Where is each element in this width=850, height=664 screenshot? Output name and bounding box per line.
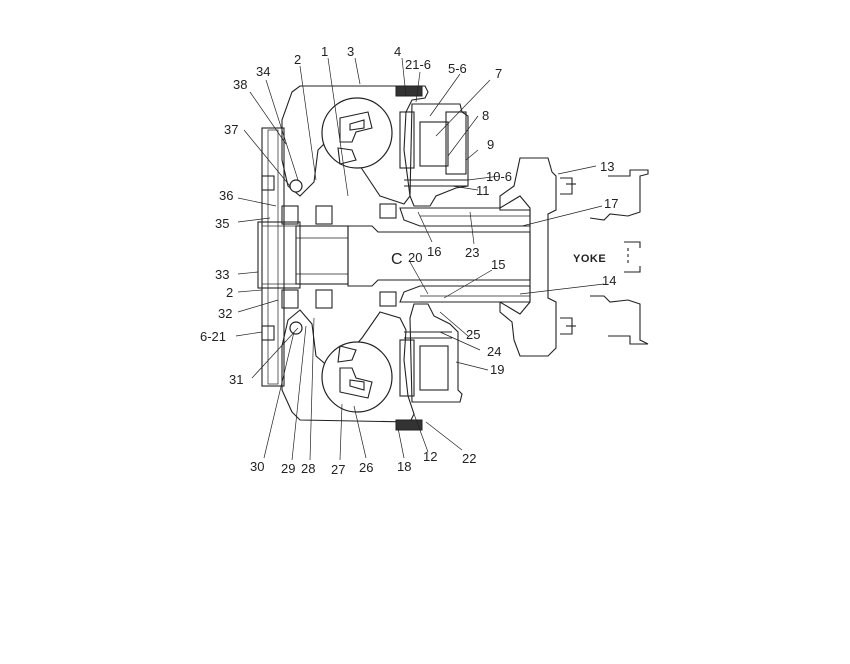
callout-30: 30 — [250, 459, 264, 474]
centerline-mark: C — [391, 251, 403, 268]
callout-33: 33 — [215, 267, 229, 282]
callout-5-6: 5-6 — [448, 61, 467, 76]
callout-38: 38 — [233, 77, 247, 92]
callout-19: 19 — [490, 362, 504, 377]
callout-9: 9 — [487, 137, 494, 152]
callout-36: 36 — [219, 188, 233, 203]
callout-25: 25 — [466, 327, 480, 342]
callout-8: 8 — [482, 108, 489, 123]
callout-20: 20 — [408, 250, 422, 265]
yoke-flange — [499, 157, 649, 357]
callout-7: 7 — [495, 66, 502, 81]
leader-lines — [235, 57, 605, 461]
callout-6-21: 6-21 — [200, 329, 226, 344]
callout-14: 14 — [602, 273, 616, 288]
callout-11: 11 — [476, 183, 490, 198]
callout-10-6: 10-6 — [486, 169, 512, 184]
callout-1: 1 — [321, 44, 328, 59]
callout-12: 12 — [423, 449, 437, 464]
callout-18: 18 — [397, 459, 411, 474]
callout-17: 17 — [604, 196, 618, 211]
callout-15: 15 — [491, 257, 505, 272]
callout-2-top: 2 — [294, 52, 301, 67]
bolts-and-studs — [261, 85, 468, 431]
callout-35: 35 — [215, 216, 229, 231]
callout-29: 29 — [281, 461, 295, 476]
callout-24: 24 — [487, 344, 501, 359]
callout-labels: 1 3 2 4 21-6 5-6 7 34 38 8 37 9 13 10-6 … — [200, 44, 618, 477]
callout-3: 3 — [347, 44, 354, 59]
callout-34: 34 — [256, 64, 270, 79]
callout-37: 37 — [224, 122, 238, 137]
callout-22: 22 — [462, 451, 476, 466]
callout-32: 32 — [218, 306, 232, 321]
callout-21-6: 21-6 — [405, 57, 431, 72]
yoke-label: YOKE — [573, 253, 606, 265]
callout-2-mid: 2 — [226, 285, 233, 300]
callout-26: 26 — [359, 460, 373, 475]
callout-4: 4 — [394, 44, 401, 59]
torus-runners — [321, 97, 393, 413]
callout-23: 23 — [465, 245, 479, 260]
callout-16: 16 — [427, 244, 441, 259]
callout-28: 28 — [301, 461, 315, 476]
callout-27: 27 — [331, 462, 345, 477]
callout-13: 13 — [600, 159, 614, 174]
callout-31: 31 — [229, 372, 243, 387]
